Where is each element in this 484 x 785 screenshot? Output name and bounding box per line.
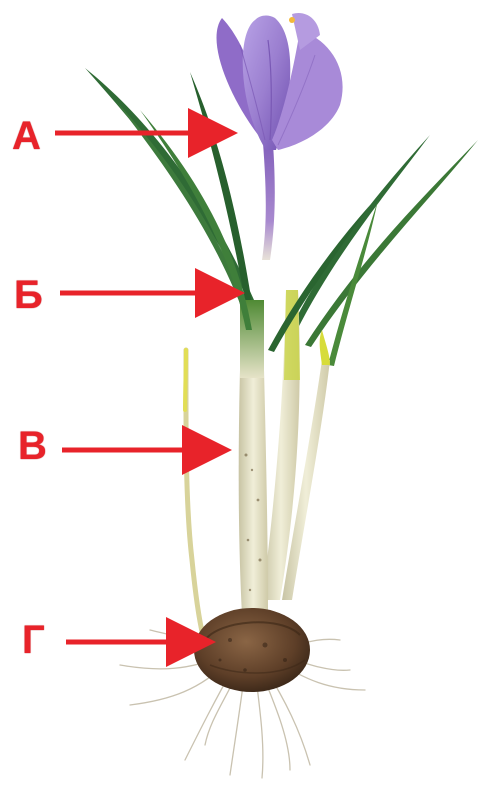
label-g: Г — [22, 620, 45, 660]
flower — [217, 13, 343, 150]
corm — [194, 608, 310, 692]
label-v: В — [18, 426, 47, 466]
stem-sheath — [239, 370, 268, 615]
label-b: Б — [14, 275, 43, 315]
thin-sprout — [186, 350, 204, 640]
label-a: А — [12, 116, 41, 156]
